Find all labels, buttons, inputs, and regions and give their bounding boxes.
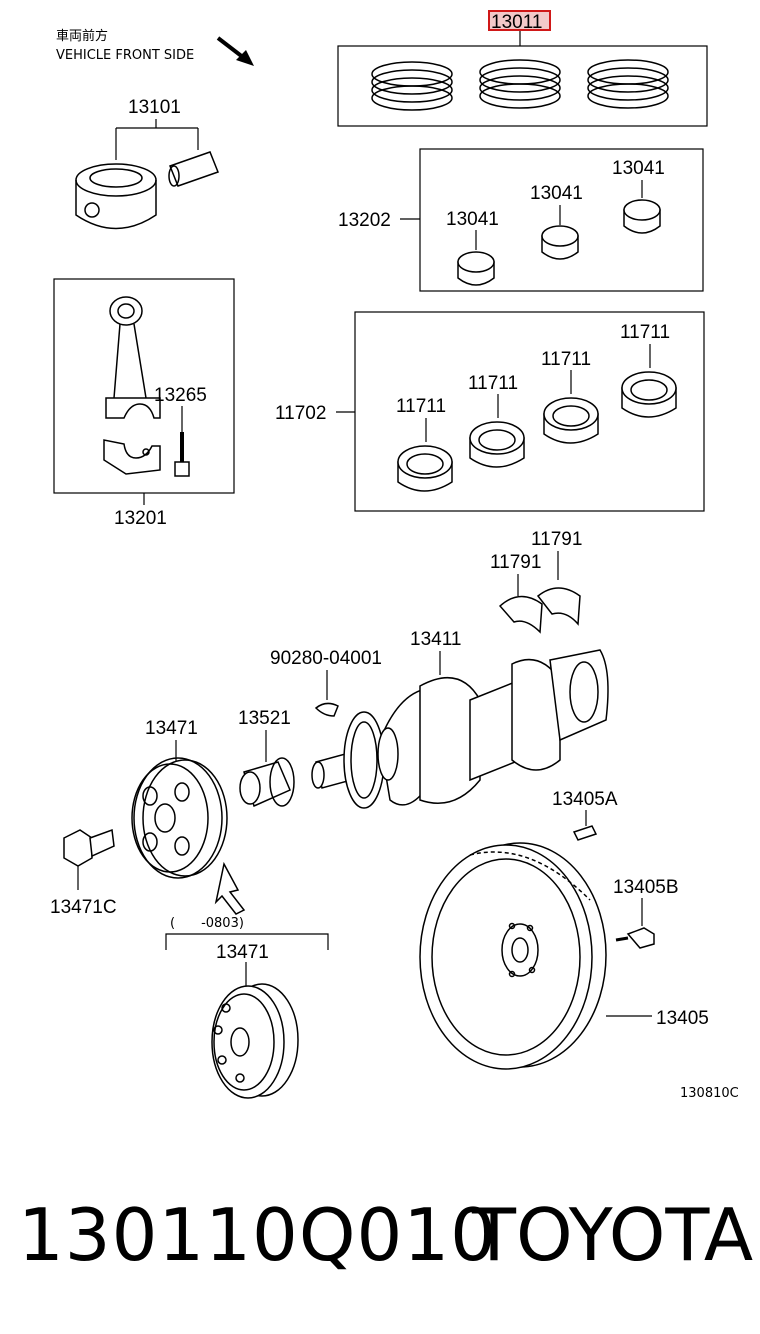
pointer-arrow-icon <box>214 861 246 915</box>
pulley-bolt-icon <box>63 828 115 867</box>
part-number-13265[interactable]: 13265 <box>154 385 207 406</box>
part-number-13471-a[interactable]: 13471 <box>145 718 198 739</box>
part-number-11711-b[interactable]: 11711 <box>468 373 518 394</box>
part-number-90280-04001[interactable]: 90280-04001 <box>270 648 382 669</box>
piston-ring-icon <box>371 61 453 111</box>
part-number-13041-c[interactable]: 13041 <box>612 158 665 179</box>
part-number-11791-b[interactable]: 11791 <box>490 552 541 573</box>
part-number-11791-a[interactable]: 11791 <box>531 529 582 550</box>
crank-pulley-icon <box>131 757 228 879</box>
footer: 130110Q010 TOYOTA <box>0 1185 760 1295</box>
piston-icon <box>75 163 157 230</box>
direction-jp-label: 車両前方 <box>56 28 108 44</box>
piston-pin-icon <box>168 151 219 187</box>
piston-rings-group <box>371 59 669 111</box>
main-bearing-icon <box>397 445 453 492</box>
part-number-13011[interactable]: 13011 <box>491 12 542 33</box>
part-number-13202[interactable]: 13202 <box>338 210 391 231</box>
part-number-11711-a[interactable]: 11711 <box>396 396 446 417</box>
main-bearing-icon <box>543 397 599 444</box>
thrust-washer-icon <box>536 587 581 626</box>
rod-bearing-box <box>419 148 704 292</box>
dowel-pin-icon <box>572 825 598 841</box>
piston-ring-set-callout[interactable]: 13011 <box>488 10 551 33</box>
part-number-13411[interactable]: 13411 <box>410 629 461 650</box>
part-number-13041-b[interactable]: 13041 <box>530 183 583 204</box>
range-note: ( -0803) <box>170 916 244 931</box>
part-number-13041-a[interactable]: 13041 <box>446 209 499 230</box>
part-number-11702[interactable]: 11702 <box>275 403 326 424</box>
front-direction-arrow-icon <box>216 36 254 66</box>
crank-pulley-alt-icon <box>211 983 299 1099</box>
piston-ring-box <box>337 45 708 127</box>
main-bearing-box <box>354 311 705 512</box>
part-number-13405A[interactable]: 13405A <box>552 789 618 810</box>
part-number-13405B[interactable]: 13405B <box>613 877 679 898</box>
parts-diagram: 車両前方 VEHICLE FRONT SIDE 13011 1 <box>50 10 739 1101</box>
highlight-box <box>488 10 551 31</box>
conrod-bolt-icon <box>174 432 190 477</box>
part-number-13201[interactable]: 13201 <box>114 508 167 529</box>
rod-bearing-icon <box>457 251 495 286</box>
rod-cap-icon <box>103 439 161 475</box>
diagram-code: 130810C <box>680 1086 739 1101</box>
piston-ring-icon <box>479 59 561 109</box>
main-bearing-icon <box>621 371 677 418</box>
footer-brand: TOYOTA <box>472 1193 754 1277</box>
part-number-13405[interactable]: 13405 <box>656 1008 709 1029</box>
crank-sprocket-icon <box>343 711 399 809</box>
part-number-13101[interactable]: 13101 <box>128 97 181 118</box>
thrust-washer-icon <box>498 595 543 634</box>
flywheel-icon <box>419 842 607 1070</box>
part-number-11711-d[interactable]: 11711 <box>620 322 670 343</box>
part-number-11711-c[interactable]: 11711 <box>541 349 591 370</box>
flywheel-bolt-icon <box>615 927 655 949</box>
footer-part-number: 130110Q010 <box>18 1193 497 1277</box>
part-number-13471-b[interactable]: 13471 <box>216 942 269 963</box>
rod-bearing-icon <box>623 199 661 234</box>
direction-en-label: VEHICLE FRONT SIDE <box>56 48 194 63</box>
part-number-13521[interactable]: 13521 <box>238 708 291 729</box>
rod-bearing-icon <box>541 225 579 260</box>
main-bearing-icon <box>469 421 525 468</box>
connecting-rod-icon <box>105 296 161 419</box>
woodruff-key-icon <box>314 702 339 717</box>
piston-ring-icon <box>587 59 669 109</box>
timing-gear-icon <box>239 757 295 808</box>
part-number-13471C[interactable]: 13471C <box>50 897 117 918</box>
